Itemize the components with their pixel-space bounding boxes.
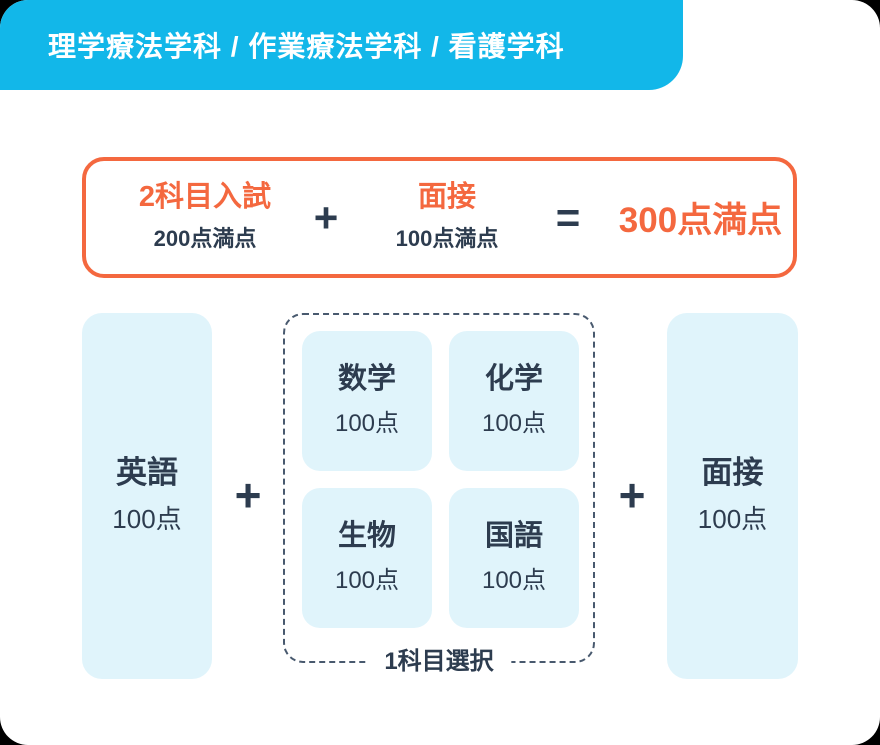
formula-interview-label: 面接 <box>417 181 476 214</box>
english-label: 英語 <box>116 454 178 490</box>
plus-sign: + <box>313 193 339 241</box>
interview-box: 面接 100点 <box>667 313 798 679</box>
formula-total-points: 300点満点 <box>618 201 783 240</box>
formula-exam-column: 2科目入試 200点満点 <box>124 181 286 253</box>
plus-sign: + <box>618 469 646 521</box>
header-title: 理学療法学科 / 作業療法学科 / 看護学科 <box>48 31 565 62</box>
plus-sign: + <box>234 469 262 521</box>
biology-subject-box: 生物 100点 <box>302 488 432 628</box>
interview-points: 100点 <box>697 504 768 535</box>
chemistry-subject-box: 化学 100点 <box>449 331 579 471</box>
formula-exam-points: 200点満点 <box>153 225 257 251</box>
formula-exam-label: 2科目入試 <box>138 181 272 214</box>
elective-subjects-grid: 数学 100点 化学 100点 生物 100点 国語 100点 <box>302 331 579 628</box>
elective-choice-caption: 1科目選択 <box>366 644 512 680</box>
japanese-label: 国語 <box>484 520 543 553</box>
math-points: 100点 <box>334 409 400 437</box>
chemistry-points: 100点 <box>481 409 547 437</box>
chemistry-label: 化学 <box>484 363 543 396</box>
english-points: 100点 <box>112 504 182 535</box>
formula-interview-column: 面接 100点満点 <box>366 181 528 253</box>
equals-sign: = <box>555 193 581 241</box>
formula-interview-points: 100点満点 <box>395 225 499 251</box>
header-banner: 理学療法学科 / 作業療法学科 / 看護学科 <box>0 0 683 90</box>
math-subject-box: 数学 100点 <box>302 331 432 471</box>
japanese-points: 100点 <box>481 566 547 594</box>
biology-points: 100点 <box>334 566 400 594</box>
interview-label: 面接 <box>701 454 764 490</box>
english-subject-box: 英語 100点 <box>82 313 212 679</box>
math-label: 数学 <box>337 363 396 396</box>
elective-subjects-group: 数学 100点 化学 100点 生物 100点 国語 100点 1科目選択 <box>283 313 595 680</box>
japanese-subject-box: 国語 100点 <box>449 488 579 628</box>
biology-label: 生物 <box>337 520 396 553</box>
score-formula-box: 2科目入試 200点満点 + 面接 100点満点 = 300点満点 <box>82 157 797 278</box>
